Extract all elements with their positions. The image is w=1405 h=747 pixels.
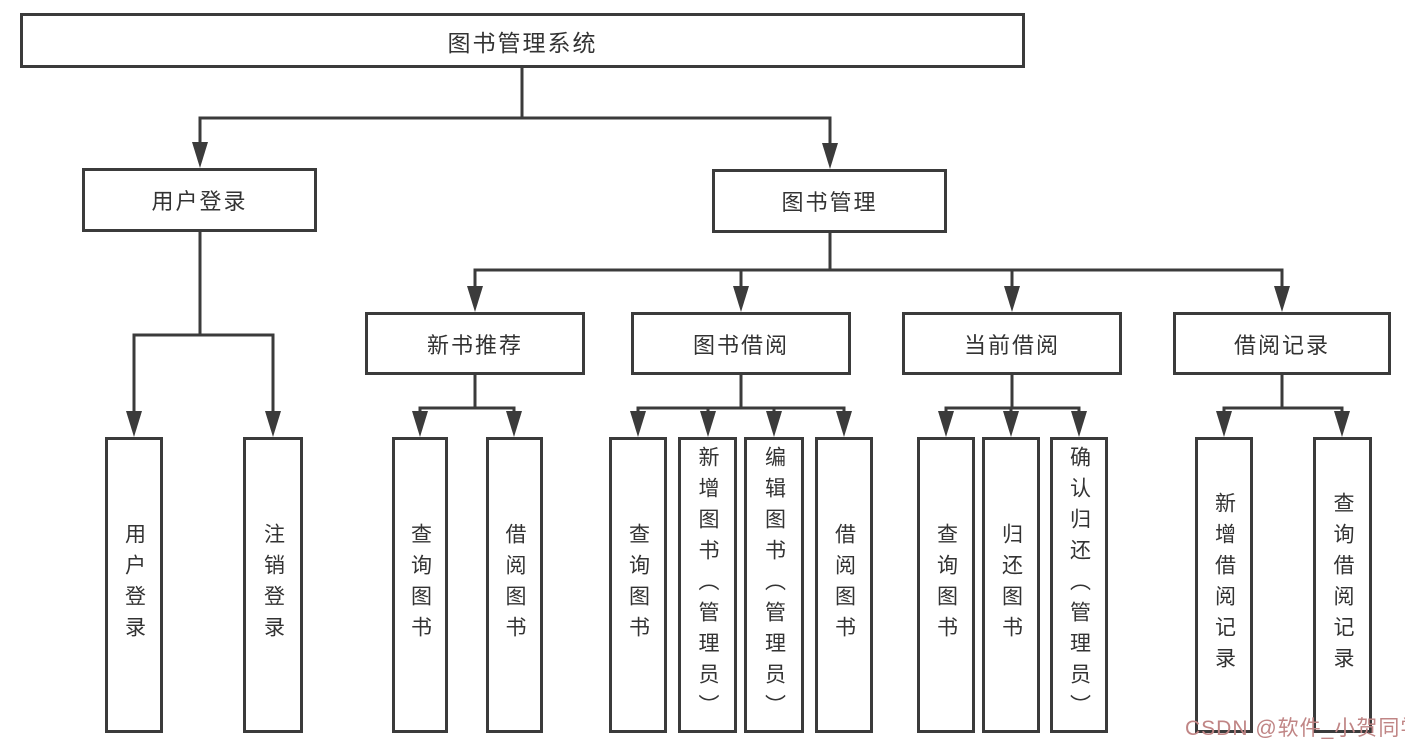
arrowhead-icon [467, 286, 483, 312]
arrowhead-icon [192, 142, 208, 168]
node-borrow-records: 借阅记录 [1173, 312, 1391, 375]
arrowhead-icon [1003, 411, 1019, 437]
arrowhead-icon [766, 411, 782, 437]
node-leaf-current-confirm: 确认归还（管理员） [1050, 437, 1108, 733]
node-book-borrow: 图书借阅 [631, 312, 851, 375]
node-leaf-borrow-add: 新增图书（管理员） [678, 437, 737, 733]
arrowhead-icon [630, 411, 646, 437]
connector-5 [938, 375, 1087, 437]
node-book-mgmt: 图书管理 [712, 169, 947, 233]
connector-2 [467, 233, 1290, 312]
arrowhead-icon [265, 411, 281, 437]
arrowhead-icon [822, 143, 838, 169]
node-leaf-borrow-edit: 编辑图书（管理员） [744, 437, 804, 733]
arrowhead-icon [938, 411, 954, 437]
node-leaf-logout: 注销登录 [243, 437, 303, 733]
arrowhead-icon [733, 286, 749, 312]
node-leaf-records-query: 查询借阅记录 [1313, 437, 1372, 733]
arrowhead-icon [1274, 286, 1290, 312]
arrowhead-icon [1216, 411, 1232, 437]
node-root: 图书管理系统 [20, 13, 1025, 68]
connector-0 [192, 66, 838, 169]
arrowhead-icon [1071, 411, 1087, 437]
connector-6 [1216, 375, 1350, 437]
arrowhead-icon [700, 411, 716, 437]
arrowhead-icon [1004, 286, 1020, 312]
connector-3 [412, 375, 522, 437]
arrowhead-icon [506, 411, 522, 437]
arrowhead-icon [126, 411, 142, 437]
node-new-book-rec: 新书推荐 [365, 312, 585, 375]
node-user-login: 用户登录 [82, 168, 317, 232]
node-leaf-borrow-borrow: 借阅图书 [815, 437, 873, 733]
node-leaf-newrec-query: 查询图书 [392, 437, 448, 733]
node-leaf-current-return: 归还图书 [982, 437, 1040, 733]
connector-4 [630, 375, 852, 437]
arrowhead-icon [836, 411, 852, 437]
node-leaf-current-query: 查询图书 [917, 437, 975, 733]
watermark-text: CSDN @软件_小贺同学 [1185, 717, 1405, 740]
arrowhead-icon [412, 411, 428, 437]
node-leaf-records-add: 新增借阅记录 [1195, 437, 1253, 733]
arrowhead-icon [1334, 411, 1350, 437]
node-leaf-user-login: 用户登录 [105, 437, 163, 733]
node-leaf-newrec-borrow: 借阅图书 [486, 437, 543, 733]
node-leaf-borrow-query: 查询图书 [609, 437, 667, 733]
connector-1 [126, 232, 281, 437]
node-current-borrow: 当前借阅 [902, 312, 1122, 375]
